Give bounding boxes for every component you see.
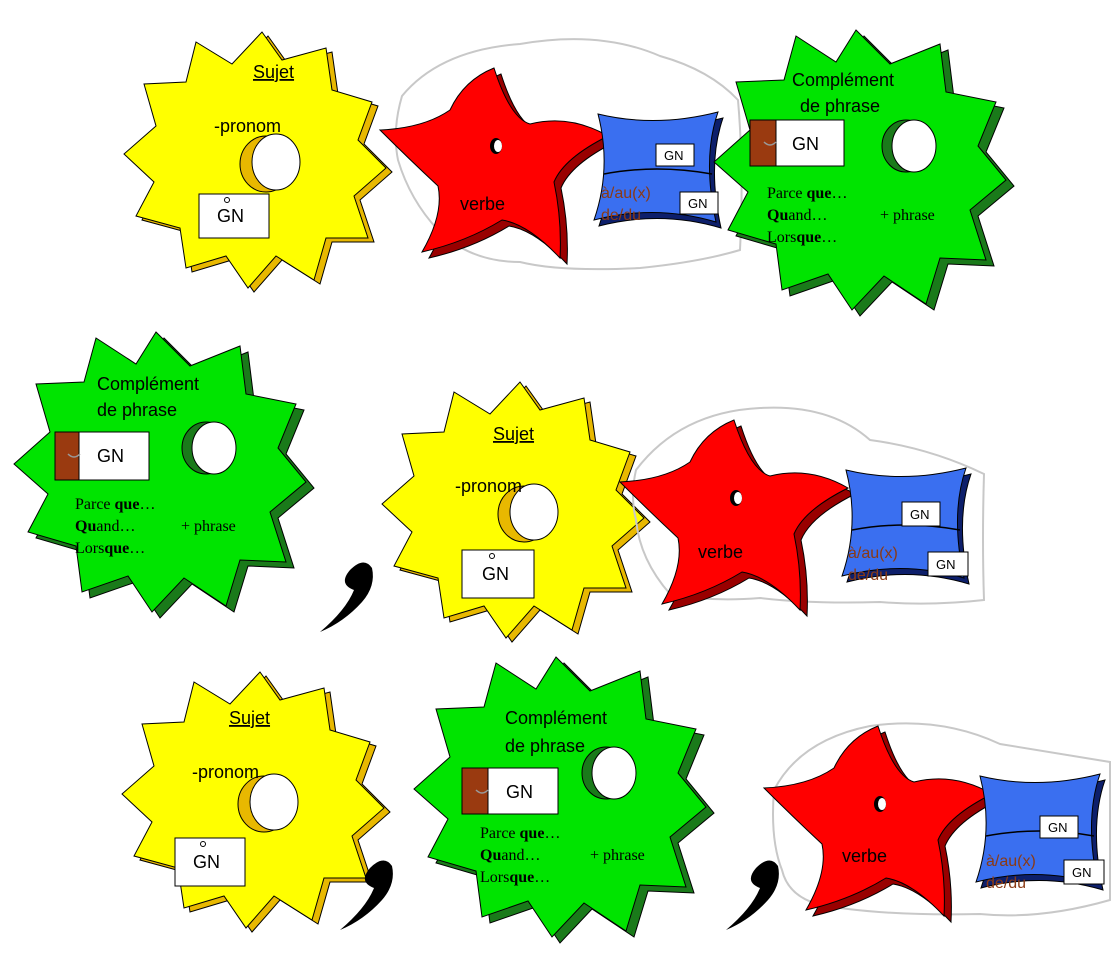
svg-text:GN: GN (506, 782, 533, 802)
conj-lors: Lorsque… (767, 229, 837, 246)
verbe-label: verbe (698, 542, 743, 562)
gn-small-box: GN (680, 192, 718, 214)
svg-text:GN: GN (1072, 865, 1092, 880)
gn-small-box: GN (656, 144, 694, 166)
svg-text:GN: GN (910, 507, 930, 522)
conj-plus-phrase: + phrase (880, 207, 935, 224)
svg-text:GN: GN (217, 206, 244, 226)
row-1: Sujet -pronom GN verbe GN GN à/au(x) de/… (124, 30, 1014, 316)
prep-label-2: de/du (848, 567, 888, 584)
svg-text:GN: GN (792, 134, 819, 154)
sujet-gear (382, 382, 650, 642)
complement-label: Complément (97, 374, 199, 394)
svg-text:GN: GN (193, 852, 220, 872)
pronom-label: -pronom (455, 476, 522, 496)
prep-label-2: de/du (986, 875, 1026, 892)
pronom-label: -pronom (214, 116, 281, 136)
conj-quand: Quand… (767, 207, 827, 224)
gn-box: GN (462, 550, 534, 598)
conj-parce: Parce que… (75, 496, 155, 513)
prep-label: à/au(x) (848, 545, 898, 562)
svg-text:GN: GN (1048, 820, 1068, 835)
sujet-label: Sujet (493, 424, 534, 444)
prep-label: à/au(x) (986, 853, 1036, 870)
comma-icon (320, 562, 373, 632)
verbe-gear (380, 68, 615, 264)
row-3: Sujet -pronom GN Complément de phrase GN… (122, 657, 1110, 943)
conj-quand: Quand… (480, 847, 540, 864)
complement-label: Complément (505, 708, 607, 728)
verbe-label: verbe (842, 846, 887, 866)
gn-box: GN (175, 838, 245, 886)
pronom-label: -pronom (192, 762, 259, 782)
gn-small-box: GN (902, 502, 940, 526)
gn-tab-box: GN (462, 768, 558, 814)
conj-lors: Lorsque… (480, 869, 550, 886)
svg-text:GN: GN (688, 196, 708, 211)
conj-plus-phrase: + phrase (181, 518, 236, 535)
complement-gear (414, 657, 714, 943)
gn-tab-box: GN (750, 120, 844, 166)
verbe-gear (764, 726, 999, 922)
complement-label-2: de phrase (800, 96, 880, 116)
gn-small-box: GN (928, 552, 968, 576)
prep-label-2: de/du (601, 207, 641, 224)
comma-icon (726, 860, 779, 930)
complement-label-2: de phrase (97, 400, 177, 420)
gn-small-box: GN (1064, 860, 1104, 884)
verbe-label: verbe (460, 194, 505, 214)
conj-quand: Quand… (75, 518, 135, 535)
conj-lors: Lorsque… (75, 540, 145, 557)
row-2: Complément de phrase GN Parce que… Quand… (14, 332, 984, 642)
gn-tab-box: GN (55, 432, 149, 480)
svg-text:GN: GN (482, 564, 509, 584)
complement-label: Complément (792, 70, 894, 90)
complement-label-2: de phrase (505, 736, 585, 756)
sujet-label: Sujet (229, 708, 270, 728)
conj-parce: Parce que… (480, 825, 560, 842)
gn-small-box: GN (1040, 816, 1078, 838)
svg-text:GN: GN (97, 446, 124, 466)
conj-parce: Parce que… (767, 185, 847, 202)
gn-box: GN (199, 194, 269, 238)
svg-text:GN: GN (936, 557, 956, 572)
svg-text:GN: GN (664, 148, 684, 163)
conj-plus-phrase: + phrase (590, 847, 645, 864)
prep-label: à/au(x) (601, 185, 651, 202)
sujet-label: Sujet (253, 62, 294, 82)
